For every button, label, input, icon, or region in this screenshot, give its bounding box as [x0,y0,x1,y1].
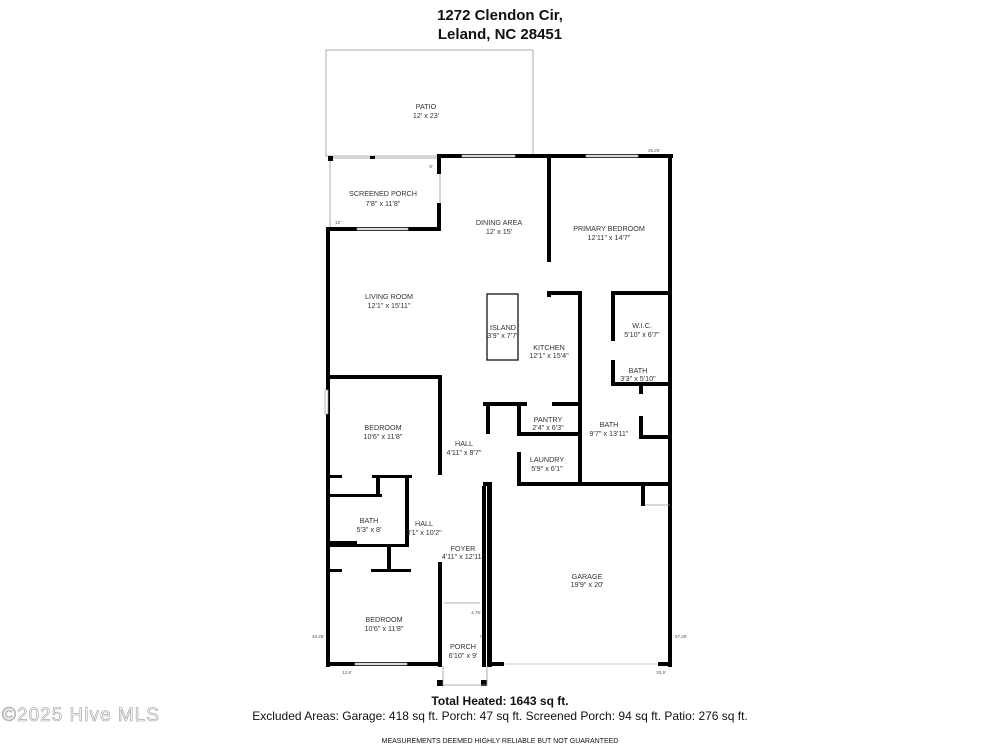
svg-text:SCREENED PORCH: SCREENED PORCH [349,189,417,198]
address-line-2: Leland, NC 28451 [437,26,563,43]
svg-text:4'11" x 12'11": 4'11" x 12'11" [442,552,485,561]
svg-text:12' x 15': 12' x 15' [486,227,513,236]
svg-text:12': 12' [335,220,341,225]
svg-text:PANTRY: PANTRY [534,415,563,424]
svg-text:5'3" x 8': 5'3" x 8' [357,525,383,534]
svg-text:3'9" x 7'7": 3'9" x 7'7" [487,331,519,340]
porch-outline [442,504,670,686]
svg-text:12' x 23': 12' x 23' [413,111,440,120]
svg-text:BEDROOM: BEDROOM [365,615,402,624]
svg-text:HALL: HALL [415,519,433,528]
svg-text:DINING AREA: DINING AREA [476,218,523,227]
svg-text:12'11" x 14'7": 12'11" x 14'7" [588,233,631,242]
watermark: ©2025 Hive MLS [2,705,160,727]
svg-text:PORCH: PORCH [450,642,476,651]
svg-text:7'8" x 11'8": 7'8" x 11'8" [366,199,401,208]
excluded-areas: Excluded Areas: Garage: 418 sq ft. Porch… [252,709,748,723]
svg-text:HALL: HALL [455,439,473,448]
total-heated: Total Heated: 1643 sq ft. [431,694,569,708]
svg-text:BATH: BATH [360,516,379,525]
svg-text:49.25': 49.25' [312,634,324,639]
svg-text:12'1" x 15'4": 12'1" x 15'4" [529,351,569,360]
svg-text:5'9" x 6'1": 5'9" x 6'1" [531,464,563,473]
svg-text:KITCHEN: KITCHEN [533,343,565,352]
svg-text:ISLAND: ISLAND [490,323,516,332]
disclaimer: MEASUREMENTS DEEMED HIGHLY RELIABLE BUT … [381,738,619,745]
svg-text:8': 8' [429,164,433,169]
walls [326,154,673,686]
svg-text:PATIO: PATIO [416,102,437,111]
island-outline [486,293,519,361]
svg-text:12'1" x 15'11": 12'1" x 15'11" [368,301,411,310]
svg-text:12.6': 12.6' [342,670,352,675]
svg-text:PRIMARY BEDROOM: PRIMARY BEDROOM [573,224,645,233]
svg-text:4'11" x 8'7": 4'11" x 8'7" [447,448,482,457]
svg-text:LAUNDRY: LAUNDRY [530,455,564,464]
svg-text:6'10" x 9': 6'10" x 9' [449,651,479,660]
svg-text:W.I.C.: W.I.C. [632,321,652,330]
svg-text:57.25': 57.25' [675,634,687,639]
dimension-labels: 26.25' 8' 12' 49.25' 57.25' 12.6' 20.9' … [312,148,687,675]
svg-text:7': 7' [479,634,483,639]
svg-text:4.75': 4.75' [471,610,481,615]
svg-text:3'1" x 10'2": 3'1" x 10'2" [406,528,442,537]
svg-text:3'3" x 5'10": 3'3" x 5'10" [620,374,656,383]
address-line-1: 1272 Clendon Cir, [437,7,563,24]
windows [324,154,639,666]
svg-text:9'7" x 13'11": 9'7" x 13'11" [590,429,629,438]
svg-text:19'9" x 20': 19'9" x 20' [571,580,604,589]
svg-text:FOYER: FOYER [451,544,476,553]
svg-text:2'4" x 6'3": 2'4" x 6'3" [532,423,564,432]
patio-outline [325,49,534,157]
svg-text:20.9': 20.9' [656,670,666,675]
svg-text:LIVING ROOM: LIVING ROOM [365,292,413,301]
svg-text:10'6" x 11'8": 10'6" x 11'8" [365,624,404,633]
svg-text:BEDROOM: BEDROOM [364,423,401,432]
svg-text:BATH: BATH [600,420,619,429]
svg-text:BATH: BATH [629,366,648,375]
svg-text:26.25': 26.25' [648,148,660,153]
svg-text:GARAGE: GARAGE [572,572,603,581]
svg-text:10'6" x 11'8": 10'6" x 11'8" [364,432,403,441]
svg-text:5'10" x 6'7": 5'10" x 6'7" [624,330,660,339]
